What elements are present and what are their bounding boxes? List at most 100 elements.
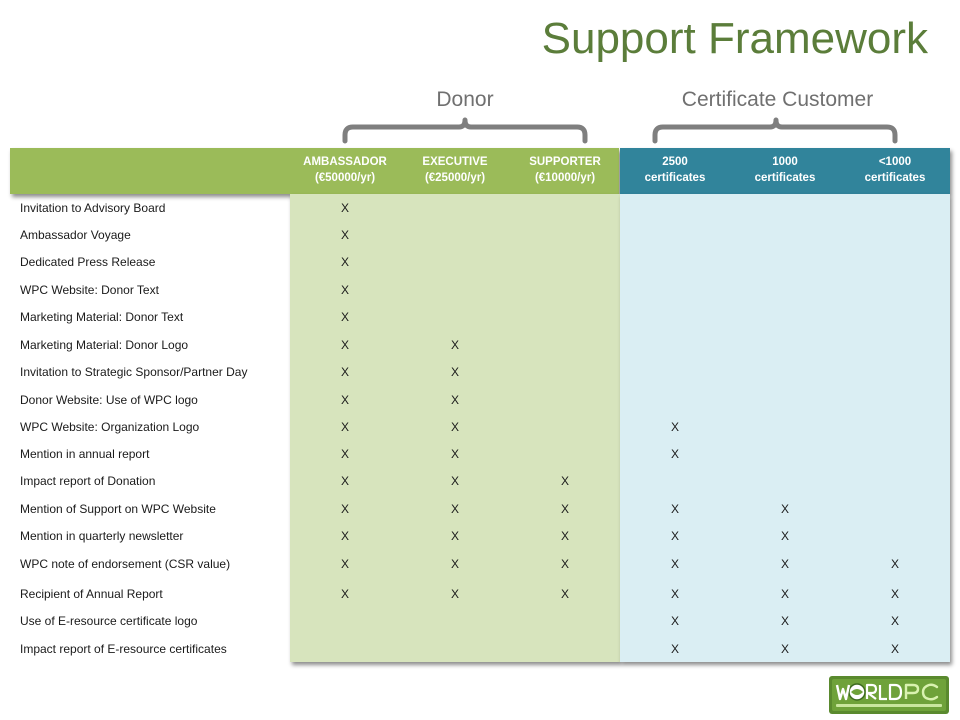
benefit-mark (730, 468, 840, 494)
benefit-mark (620, 304, 730, 330)
table-row: Impact report of E-resource certificates… (20, 636, 950, 662)
benefit-mark: X (670, 447, 679, 461)
header-ambassador: AMBASSADOR(€50000/yr) (290, 154, 400, 190)
benefit-label: Use of E-resource certificate logo (20, 614, 198, 628)
benefit-mark (730, 332, 840, 358)
benefit-label: Invitation to Advisory Board (20, 201, 166, 215)
benefit-mark (510, 387, 620, 413)
benefit-mark: X (670, 614, 679, 628)
benefit-mark: X (560, 587, 569, 601)
benefit-mark (840, 414, 950, 440)
benefit-mark (400, 608, 510, 634)
benefit-label: WPC Website: Donor Text (20, 283, 159, 297)
benefit-mark: X (780, 557, 789, 571)
table-row: Invitation to Strategic Sponsor/Partner … (20, 359, 950, 385)
benefit-label: Impact report of E-resource certificates (20, 642, 227, 656)
benefit-mark (510, 414, 620, 440)
benefit-mark (400, 636, 510, 662)
benefit-mark (840, 468, 950, 494)
worldpc-logo (829, 676, 949, 714)
header-supporter: SUPPORTER(€10000/yr) (510, 154, 620, 190)
benefit-mark: X (890, 642, 899, 656)
benefit-mark (510, 359, 620, 385)
donor-group-label: Donor (436, 88, 494, 111)
header-subtitle: (€25000/yr) (424, 172, 486, 184)
benefit-mark (510, 304, 620, 330)
benefit-mark: X (340, 201, 349, 215)
benefit-mark (510, 249, 620, 275)
benefit-mark: X (340, 474, 349, 488)
header-title: <1000 (878, 156, 912, 168)
benefit-mark: X (670, 529, 679, 543)
benefit-mark (620, 468, 730, 494)
benefit-mark (290, 608, 400, 634)
benefit-mark: X (340, 310, 349, 324)
table-row: Invitation to Advisory Board X (20, 195, 950, 221)
benefit-mark: X (780, 614, 789, 628)
benefit-mark (510, 441, 620, 467)
benefit-mark (620, 277, 730, 303)
benefit-mark: X (670, 642, 679, 656)
benefit-mark (840, 304, 950, 330)
benefit-mark: X (340, 338, 349, 352)
benefit-mark (840, 277, 950, 303)
header-title: 1000 (772, 156, 798, 168)
benefit-mark (730, 359, 840, 385)
benefit-label: Recipient of Annual Report (20, 587, 163, 601)
benefit-mark: X (450, 365, 459, 379)
benefit-mark (620, 387, 730, 413)
benefit-mark: X (670, 502, 679, 516)
benefit-mark: X (340, 420, 349, 434)
benefit-mark (510, 222, 620, 248)
benefit-mark: X (340, 502, 349, 516)
benefit-mark: X (340, 365, 349, 379)
benefit-mark (510, 332, 620, 358)
benefit-mark: X (780, 587, 789, 601)
benefit-label: Invitation to Strategic Sponsor/Partner … (20, 365, 248, 379)
benefit-mark (730, 195, 840, 221)
benefit-mark: X (340, 529, 349, 543)
benefit-mark: X (560, 557, 569, 571)
benefit-mark (400, 195, 510, 221)
benefit-mark: X (450, 393, 459, 407)
benefit-mark (840, 441, 950, 467)
header-subtitle: (€50000/yr) (314, 172, 376, 184)
benefit-mark (730, 277, 840, 303)
benefit-mark (510, 195, 620, 221)
benefit-mark (840, 496, 950, 522)
group-brackets (342, 117, 898, 144)
benefit-mark (840, 387, 950, 413)
benefit-mark (730, 222, 840, 248)
header-title: SUPPORTER (529, 156, 601, 168)
header-subtitle: certificates (644, 172, 706, 184)
benefit-label: Marketing Material: Donor Text (20, 310, 184, 324)
benefit-mark (840, 359, 950, 385)
benefit-mark: X (340, 393, 349, 407)
benefit-mark: X (450, 420, 459, 434)
certificate-bracket (652, 117, 898, 144)
benefit-mark: X (780, 502, 789, 516)
donor-header-band (10, 148, 619, 194)
benefit-mark: X (450, 474, 459, 488)
benefit-mark (510, 277, 620, 303)
benefit-mark (400, 304, 510, 330)
benefit-mark: X (450, 587, 459, 601)
benefit-label: WPC Website: Organization Logo (20, 420, 200, 434)
header-subtitle: certificates (864, 172, 926, 184)
benefit-mark (620, 249, 730, 275)
benefit-mark (620, 359, 730, 385)
benefit-mark: X (560, 502, 569, 516)
benefit-mark (840, 249, 950, 275)
benefit-mark: X (670, 587, 679, 601)
benefit-mark: X (450, 502, 459, 516)
certificate-column-body (620, 194, 950, 662)
